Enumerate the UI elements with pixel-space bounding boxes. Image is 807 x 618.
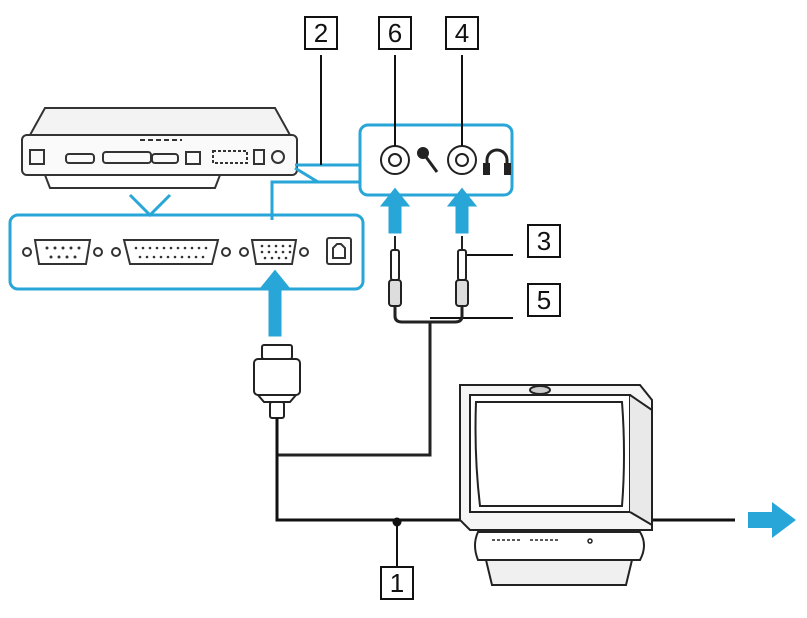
- callout-1: 1: [380, 566, 414, 600]
- serial-port-icon: [22, 239, 103, 265]
- monitor-icon: [459, 384, 653, 586]
- headphones-icon: [483, 148, 511, 175]
- leader-lines: [320, 55, 513, 566]
- callout-5: 5: [527, 283, 561, 317]
- vga-port-icon: [239, 239, 309, 265]
- port-zoom-outline: [8, 123, 514, 337]
- laptop-back-icon: [21, 107, 298, 189]
- callout-4: 4: [445, 16, 479, 50]
- callout-2: 2: [304, 16, 338, 50]
- modem-port-icon: [326, 237, 352, 265]
- vga-connector-icon: [253, 344, 301, 419]
- mic-jack-icon: [380, 145, 410, 175]
- headphone-jack-icon: [447, 145, 477, 175]
- arrow-right-icon: [748, 502, 796, 538]
- callout-6: 6: [378, 16, 412, 50]
- parallel-port-icon: [111, 239, 231, 265]
- monitor-cable: [275, 418, 735, 527]
- microphone-icon: [417, 147, 439, 173]
- audio-cable-icon: [276, 236, 469, 457]
- callout-3: 3: [527, 224, 561, 258]
